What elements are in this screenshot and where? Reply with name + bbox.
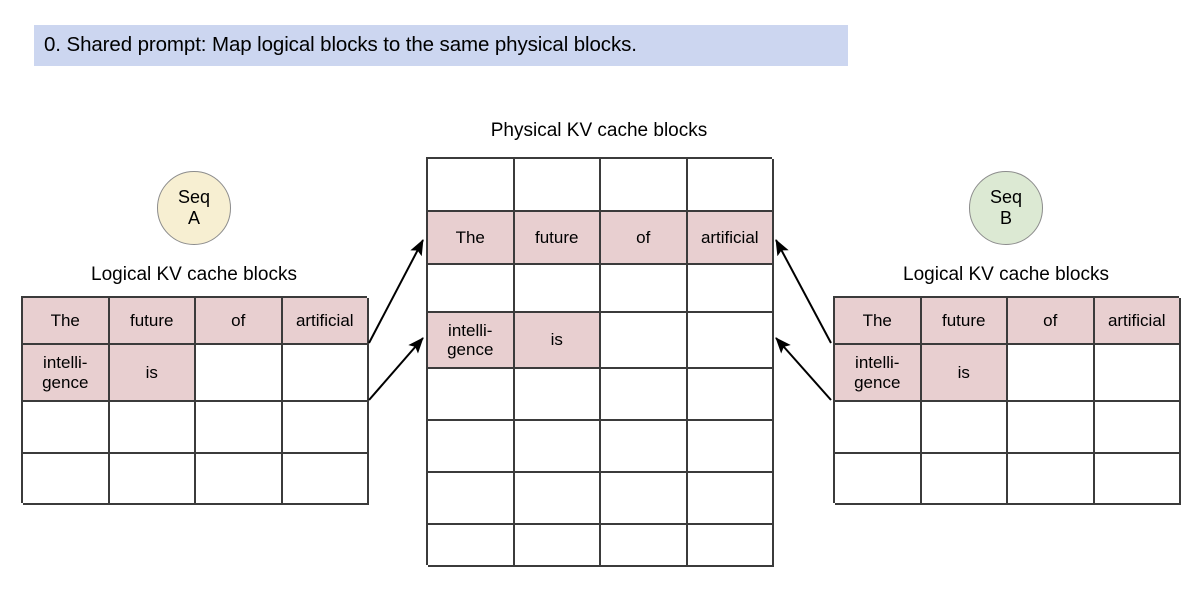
- logical-left-cell-r2-c1: [109, 402, 196, 454]
- physical-cell-r6-c1: [514, 473, 601, 525]
- physical-cell-r7-c3: [687, 525, 774, 567]
- physical-cell-r7-c0: [428, 525, 515, 567]
- physical-cell-r4-c3: [687, 369, 774, 421]
- physical-cell-r0-c2: [601, 159, 688, 212]
- physical-cell-r3-c1: is: [514, 313, 601, 369]
- logical-right-cell-r2-c2: [1008, 402, 1095, 454]
- logical-right-cell-r0-c1: future: [921, 298, 1008, 345]
- logical-right-cell-r2-c3: [1094, 402, 1181, 454]
- arrow-left-block0-to-physical-row2: [368, 239, 424, 344]
- arrow-left-block1-to-physical-row4: [368, 337, 424, 401]
- arrow-right-block1-to-physical-row4: [775, 337, 832, 401]
- logical-blocks-right-caption: Logical KV cache blocks: [903, 264, 1109, 285]
- physical-cell-r1-c2: of: [601, 212, 688, 265]
- physical-cell-r0-c3: [687, 159, 774, 212]
- logical-left-cell-r3-c1: [109, 454, 196, 505]
- physical-blocks-caption: Physical KV cache blocks: [490, 120, 708, 141]
- physical-cell-r3-c0: intelli-gence: [428, 313, 515, 369]
- seq-a-badge: Seq A: [157, 171, 231, 245]
- physical-cell-r4-c1: [514, 369, 601, 421]
- logical-right-cell-r2-c1: [921, 402, 1008, 454]
- logical-left-cell-r0-c1: future: [109, 298, 196, 345]
- physical-cell-r6-c3: [687, 473, 774, 525]
- logical-blocks-left-caption: Logical KV cache blocks: [91, 264, 297, 285]
- physical-cell-r2-c2: [601, 265, 688, 313]
- seq-b-badge: Seq B: [969, 171, 1043, 245]
- logical-right-cell-r3-c0: [835, 454, 922, 505]
- physical-cell-r0-c1: [514, 159, 601, 212]
- logical-left-cell-r2-c3: [282, 402, 369, 454]
- logical-right-cell-r0-c3: artificial: [1094, 298, 1181, 345]
- logical-right-cell-r3-c1: [921, 454, 1008, 505]
- seq-a-label-line2: A: [187, 208, 200, 228]
- logical-left-cell-r1-c1: is: [109, 345, 196, 402]
- logical-right-cell-r1-c2: [1008, 345, 1095, 402]
- physical-cell-r3-c3: [687, 313, 774, 369]
- physical-cell-r7-c1: [514, 525, 601, 567]
- physical-cell-r2-c3: [687, 265, 774, 313]
- physical-cell-r3-c2: [601, 313, 688, 369]
- logical-right-cell-r0-c0: The: [835, 298, 922, 345]
- physical-cell-r5-c3: [687, 421, 774, 473]
- logical-right-cell-r3-c3: [1094, 454, 1181, 505]
- logical-left-cell-r2-c0: [23, 402, 110, 454]
- logical-right-cell-r1-c0: intelli-gence: [835, 345, 922, 402]
- shared-prompt-text: 0. Shared prompt: Map logical blocks to …: [44, 33, 637, 57]
- logical-left-cell-r3-c0: [23, 454, 110, 505]
- physical-cell-r5-c2: [601, 421, 688, 473]
- logical-left-cell-r3-c3: [282, 454, 369, 505]
- logical-left-cell-r0-c2: of: [196, 298, 283, 345]
- physical-cell-r2-c0: [428, 265, 515, 313]
- seq-a-label-line1: Seq: [177, 187, 211, 208]
- physical-cell-r7-c2: [601, 525, 688, 567]
- logical-right-cell-r1-c3: [1094, 345, 1181, 402]
- physical-cell-r0-c0: [428, 159, 515, 212]
- physical-cell-r5-c1: [514, 421, 601, 473]
- physical-cell-r6-c0: [428, 473, 515, 525]
- seq-b-label-line1: Seq: [989, 187, 1023, 208]
- logical-right-cell-r1-c1: is: [921, 345, 1008, 402]
- logical-left-cell-r3-c2: [196, 454, 283, 505]
- logical-left-cell-r1-c2: [196, 345, 283, 402]
- logical-left-cell-r0-c3: artificial: [282, 298, 369, 345]
- physical-cell-r4-c0: [428, 369, 515, 421]
- physical-cell-r1-c3: artificial: [687, 212, 774, 265]
- logical-right-cell-r2-c0: [835, 402, 922, 454]
- logical-left-cell-r2-c2: [196, 402, 283, 454]
- logical-right-cell-r0-c2: of: [1008, 298, 1095, 345]
- logical-left-cell-r1-c3: [282, 345, 369, 402]
- arrow-right-block0-to-physical-row2: [775, 239, 832, 344]
- physical-cell-r2-c1: [514, 265, 601, 313]
- physical-cell-r6-c2: [601, 473, 688, 525]
- physical-cell-r1-c0: The: [428, 212, 515, 265]
- physical-cell-r4-c2: [601, 369, 688, 421]
- shared-prompt-banner: 0. Shared prompt: Map logical blocks to …: [34, 25, 848, 66]
- logical-left-cell-r0-c0: The: [23, 298, 110, 345]
- logical-right-cell-r3-c2: [1008, 454, 1095, 505]
- physical-cell-r5-c0: [428, 421, 515, 473]
- seq-b-label-line2: B: [999, 208, 1012, 228]
- physical-cell-r1-c1: future: [514, 212, 601, 265]
- logical-left-cell-r1-c0: intelli-gence: [23, 345, 110, 402]
